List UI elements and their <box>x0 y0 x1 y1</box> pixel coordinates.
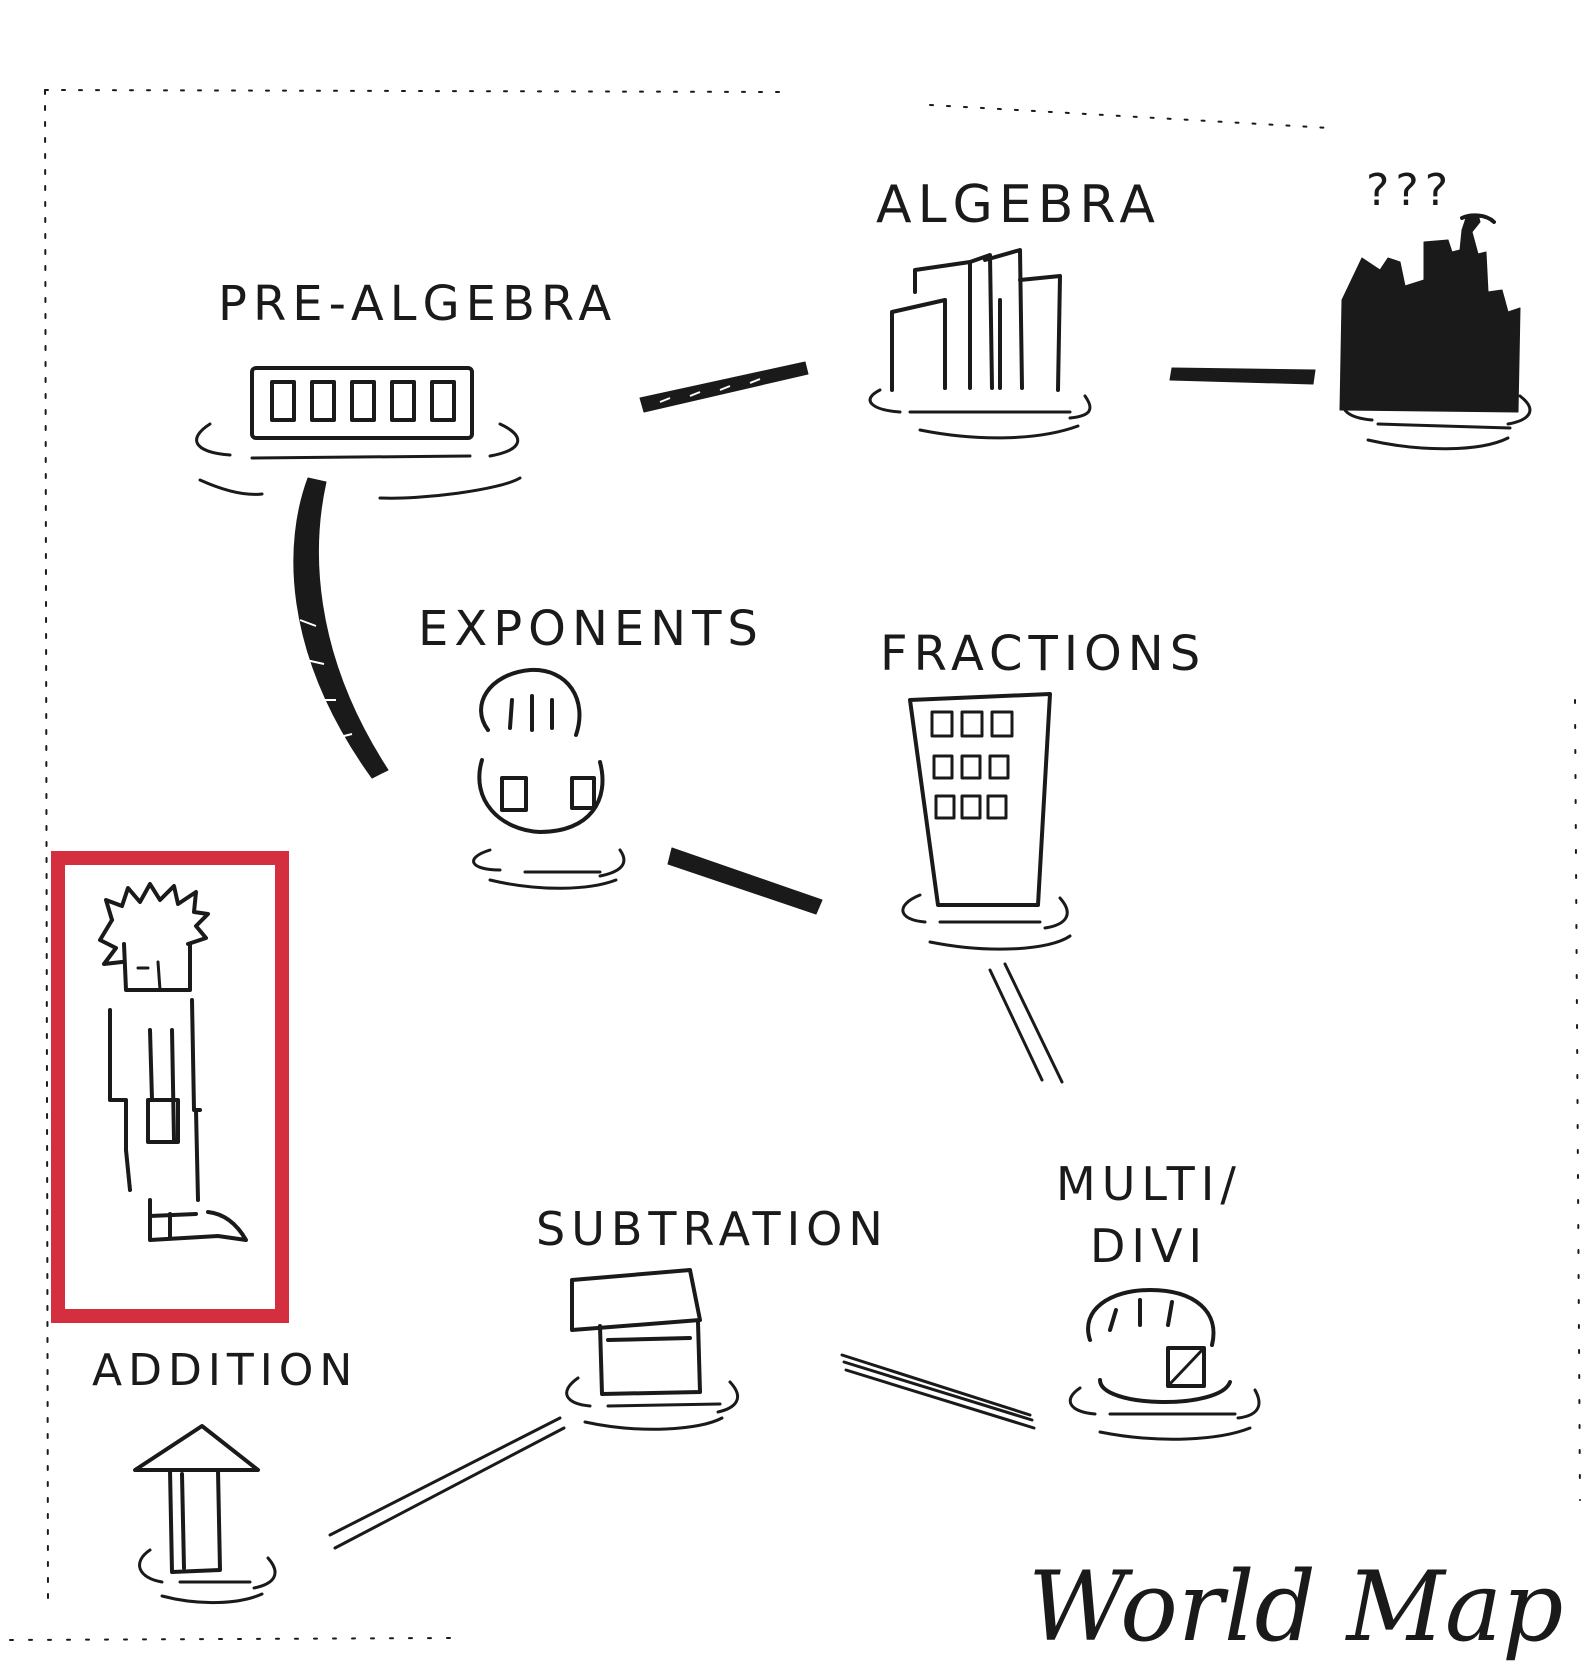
level-icon-office-tower <box>908 692 1052 907</box>
level-icon-dark-city <box>1339 213 1521 413</box>
level-ground-mystery <box>1342 394 1532 451</box>
map-border <box>9 89 1581 1641</box>
map-paths <box>293 361 1316 1550</box>
level-ground-subtraction <box>565 1376 740 1431</box>
level-mystery[interactable]: ??? <box>1339 165 1532 451</box>
level-label-exponents: EXPONENTS <box>418 601 764 657</box>
path-fractions-multi <box>988 962 1064 1084</box>
level-ground-multi <box>1068 1386 1261 1441</box>
level-addition[interactable]: ADDITION <box>92 1345 358 1605</box>
player-character-card[interactable] <box>51 851 289 1323</box>
path-exponents-fractions <box>667 847 823 915</box>
level-ground-algebra <box>868 388 1092 440</box>
level-ground-pre-algebra <box>195 422 522 500</box>
level-ground-exponents <box>472 848 626 890</box>
level-label-fractions: FRACTIONS <box>880 626 1206 682</box>
level-label-pre-algebra: PRE-ALGEBRA <box>218 276 617 332</box>
level-icon-dome-hut <box>1086 1288 1232 1404</box>
level-pre-algebra[interactable]: PRE-ALGEBRA <box>195 276 618 500</box>
level-multi-divi[interactable]: MULTI/ DIVI <box>1056 1157 1261 1441</box>
level-algebra[interactable]: ALGEBRA <box>868 175 1161 440</box>
map-title: World Map <box>1028 1551 1564 1663</box>
path-addition-subtraction <box>328 1416 566 1550</box>
level-label-addition: ADDITION <box>92 1345 358 1396</box>
level-ground-fractions <box>901 893 1072 951</box>
player-frame <box>51 851 289 1323</box>
path-algebra-mystery <box>1169 367 1316 385</box>
level-label-mystery: ??? <box>1366 165 1454 216</box>
level-icon-skyscrapers <box>890 248 1062 392</box>
player-character-icon <box>98 882 248 1242</box>
level-label-algebra: ALGEBRA <box>876 175 1161 235</box>
level-label-multi-line1: MULTI/ <box>1056 1157 1242 1211</box>
path-prealgebra-algebra <box>639 361 809 413</box>
level-fractions[interactable]: FRACTIONS <box>880 626 1206 951</box>
path-prealgebra-exponents <box>293 477 389 779</box>
level-subtraction[interactable]: SUBTRATION <box>536 1202 889 1431</box>
level-icon-arrow-tower <box>133 1424 260 1574</box>
level-ground-addition <box>138 1548 277 1605</box>
level-label-multi-line2: DIVI <box>1090 1219 1208 1273</box>
level-icon-dome <box>477 667 605 834</box>
level-icon-building-low <box>250 366 474 440</box>
level-exponents[interactable]: EXPONENTS <box>418 601 764 890</box>
level-icon-house <box>570 1268 702 1396</box>
path-subtraction-multi <box>840 1353 1036 1430</box>
level-label-subtraction: SUBTRATION <box>536 1202 889 1256</box>
